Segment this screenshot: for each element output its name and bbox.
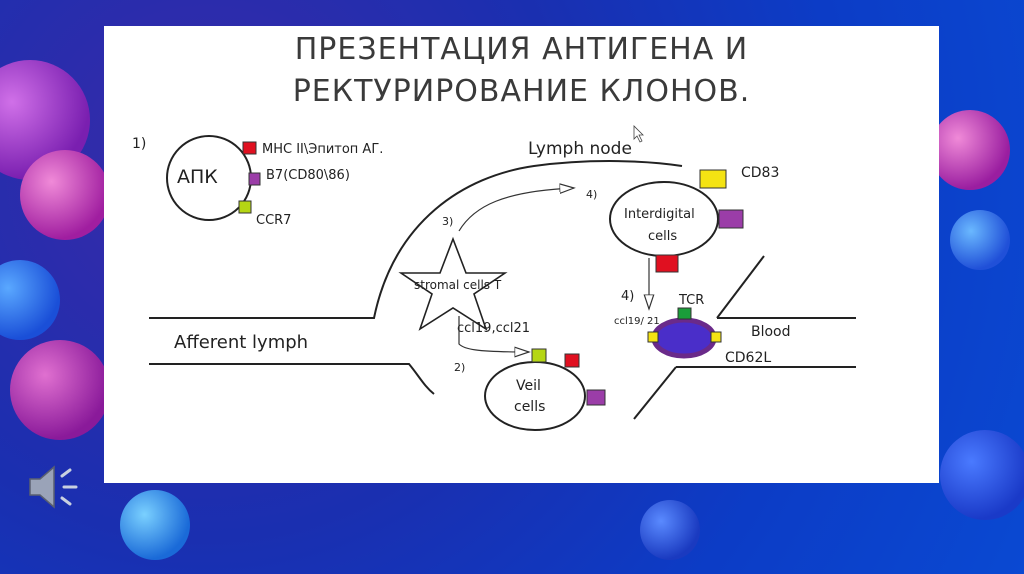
- t-cell-ccr7-left: [648, 332, 658, 342]
- veil-cell: [485, 362, 585, 430]
- afferent-lymph-lower-wall: [149, 364, 434, 394]
- background-bubble: [120, 490, 190, 560]
- veil-b7-receptor: [587, 390, 605, 405]
- interdigital-mhc-receptor: [656, 255, 678, 272]
- veil-mhc-receptor: [565, 354, 579, 367]
- slide: ПРЕЗЕНТАЦИЯ АНТИГЕНА И РЕКТУРИРОВАНИЕ КЛ…: [104, 26, 939, 483]
- background-bubble: [950, 210, 1010, 270]
- mhc-receptor: [243, 142, 256, 154]
- interdigital-label-line-1: Interdigital: [624, 207, 695, 222]
- tcr-label: TCR: [678, 293, 704, 308]
- speaker-icon[interactable]: [26, 458, 88, 521]
- mhc-legend: МНС II\Эпитоп АГ.: [262, 142, 383, 157]
- blood-label: Blood: [751, 324, 791, 340]
- b7-legend: B7(CD80\86): [266, 168, 350, 183]
- step-4-top-label: 4): [586, 188, 597, 201]
- step-1-label: 1): [132, 136, 146, 152]
- migration-arrow-3: [459, 188, 574, 231]
- veil-cell-label-line-1: Veil: [516, 378, 541, 394]
- ccl-label: ccl19,ccl21: [457, 321, 530, 336]
- background-bubble: [0, 260, 60, 340]
- background-bubble: [940, 430, 1024, 520]
- blood-vessel-wall: [634, 367, 676, 419]
- ccr7-legend: CCR7: [256, 213, 291, 228]
- blood-vessel-wall: [717, 256, 764, 318]
- ccr7-receptor: [239, 201, 251, 213]
- step-4-label: 4): [621, 289, 634, 304]
- t-cell-ccr7-right: [711, 332, 721, 342]
- tcr-receptor: [678, 308, 691, 319]
- background-bubble: [20, 150, 110, 240]
- b7-receptor: [249, 173, 260, 185]
- cd83-receptor: [700, 170, 726, 188]
- veil-ccr7-receptor: [532, 349, 546, 362]
- lymph-node-label: Lymph node: [528, 139, 632, 159]
- stromal-cells-label: stromal cells T: [414, 278, 502, 292]
- cd83-label: CD83: [741, 165, 779, 181]
- cd62l-label: CD62L: [725, 350, 771, 366]
- interdigital-b7-receptor: [719, 210, 743, 228]
- ccl-small-label: ccl19/ 21: [614, 316, 660, 327]
- antigen-presentation-diagram: 1) АПК МНС II\Эпитоп АГ. B7(CD80\86) CCR…: [104, 26, 939, 483]
- apc-label: АПК: [177, 166, 218, 188]
- mouse-cursor-icon: [634, 126, 643, 142]
- background-bubble: [930, 110, 1010, 190]
- step-3-label: 3): [442, 215, 453, 228]
- interdigital-label-line-2: cells: [648, 229, 677, 244]
- afferent-lymph-label: Afferent lymph: [174, 332, 308, 353]
- step-2-label: 2): [454, 361, 465, 374]
- background-bubble: [640, 500, 700, 560]
- background-bubble: [10, 340, 110, 440]
- veil-cell-label-line-2: cells: [514, 399, 545, 415]
- t-cell: [654, 320, 714, 356]
